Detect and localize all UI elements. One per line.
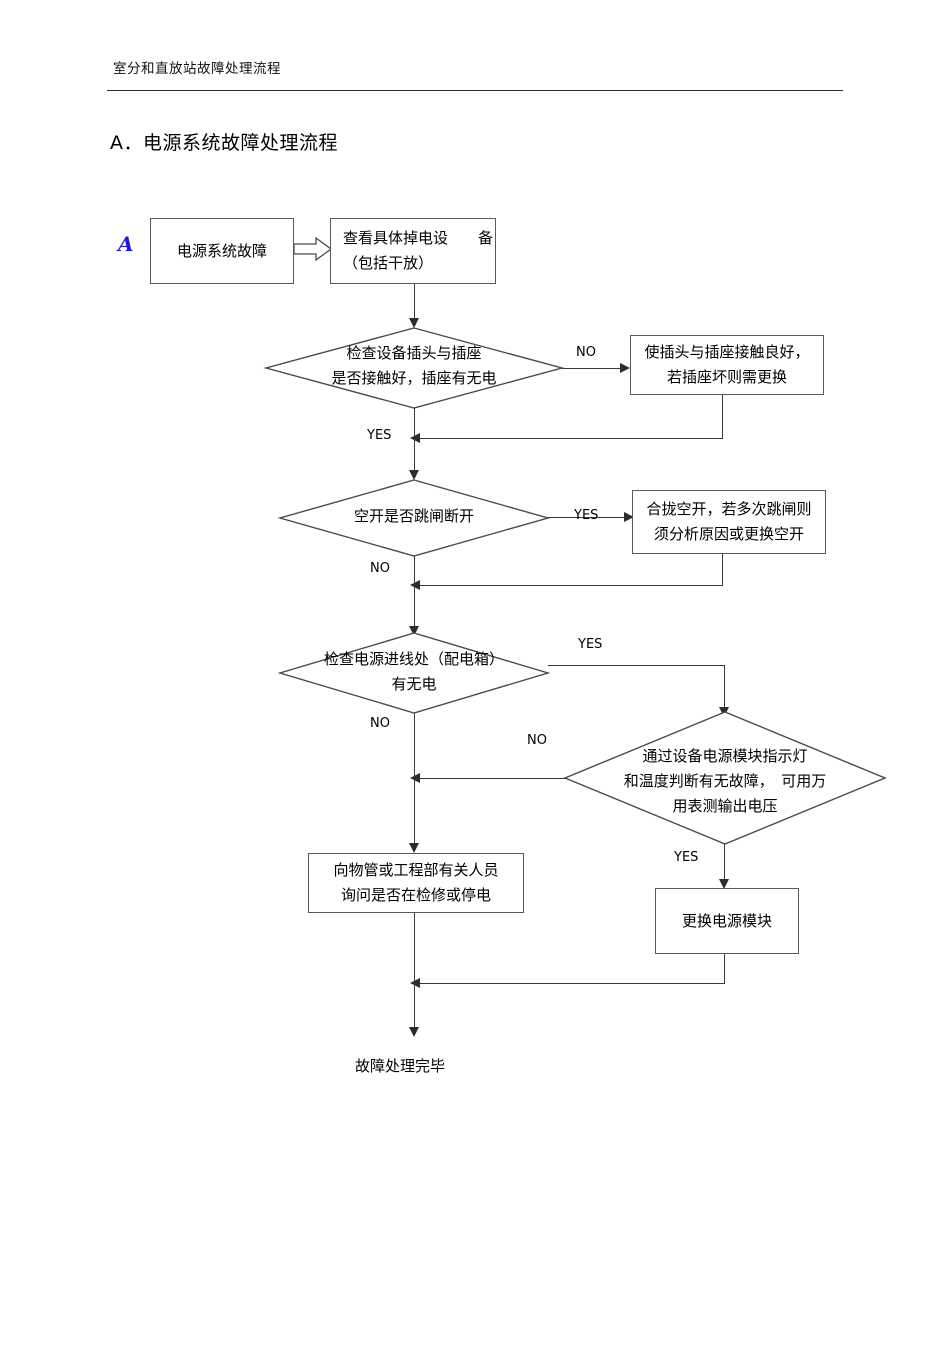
flow-node-ask-property-line2: 询问是否在检修或停电 [340,886,491,904]
page-title: A．电源系统故障处理流程 [110,132,338,154]
flow-node-replace-module: 更换电源模块 [655,888,799,954]
edge-label-plug-yes: YES [367,428,392,443]
flow-node-decision-plug: 检查设备插头与插座 是否接触好，插座有无电 [263,327,565,409]
arrowhead-right-fix-plug [620,363,630,373]
connector-fix-breaker-return-down [722,554,723,586]
flow-node-decision-breaker: 空开是否跳闸断开 [277,479,551,557]
edge-label-incoming-no: NO [370,716,390,731]
flow-node-decision-incoming: 检查电源进线处（配电箱） 有无电 [277,632,551,714]
connector-breaker-yes [548,517,626,518]
flow-node-decision-module: 通过设备电源模块指示灯 和温度判断有无故障， 可用万 用表测输出电压 [563,711,887,845]
connector-plug-yes [414,408,415,472]
flow-node-decision-module-line1: 通过设备电源模块指示灯 [642,747,808,765]
flow-node-fix-plug-line1: 使插头与插座接触良好， [644,343,810,361]
connector-module-yes [724,844,725,884]
flow-node-fix-breaker-line2: 须分析原因或更换空开 [653,525,804,543]
connector-check-to-plug [414,284,415,320]
edge-label-incoming-yes: YES [578,637,603,652]
flow-node-ask-property-line1: 向物管或工程部有关人员 [333,861,499,879]
flow-node-fix-breaker: 合拢空开，若多次跳闸则 须分析原因或更换空开 [632,490,826,554]
flow-node-check-device-line2: （包括干放） [343,254,434,272]
connector-ask-property-down [414,913,415,1029]
flow-node-fix-plug-line2: 若插座坏则需更换 [666,368,787,386]
connector-incoming-yes-right [548,665,725,666]
connector-breaker-no [414,556,415,628]
arrowhead-right-fix-breaker [624,512,634,522]
connector-replace-module-down [724,954,725,984]
flow-node-check-device: 查看具体掉电设 备 （包括干放） [330,218,496,284]
flow-node-replace-module-label: 更换电源模块 [681,911,772,930]
page-header-text: 室分和直放站故障处理流程 [113,61,281,77]
flow-node-decision-plug-line2: 是否接触好，插座有无电 [331,369,497,387]
flow-node-fix-plug: 使插头与插座接触良好， 若插座坏则需更换 [630,335,824,395]
block-arrow-icon [293,236,333,262]
flow-node-start-label: 电源系统故障 [176,241,267,260]
arrowhead-left-spine-module [410,773,420,783]
arrowhead-down-end [409,1027,419,1037]
flow-node-end-label: 故障处理完毕 [355,1057,446,1075]
arrowhead-down-replace-module [719,879,729,889]
edge-label-breaker-no: NO [370,561,390,576]
connector-module-no [420,778,567,779]
connector-replace-module-left [420,983,725,984]
flow-node-decision-incoming-line2: 有无电 [391,675,437,693]
arrowhead-down-incoming [409,626,419,636]
connector-incoming-yes-down [724,665,725,709]
flow-node-decision-breaker-line1: 空开是否跳闸断开 [353,507,474,525]
arrowhead-down-breaker [409,470,419,480]
flow-node-decision-plug-line1: 检查设备插头与插座 [346,344,482,362]
edge-label-plug-no: NO [576,345,596,360]
arrowhead-down-plug [409,318,419,328]
arrowhead-left-spine-end [410,978,420,988]
flow-node-start: 电源系统故障 [150,218,294,284]
flow-node-check-device-line1: 查看具体掉电设 备 [343,229,494,247]
edge-label-breaker-yes: YES [574,508,599,523]
arrowhead-left-spine-breaker [410,580,420,590]
connector-fix-breaker-return-left [420,585,723,586]
flow-node-ask-property: 向物管或工程部有关人员 询问是否在检修或停电 [308,853,524,913]
edge-label-module-no: NO [527,733,547,748]
header-rule [107,90,843,91]
arrowhead-down-ask-property [409,843,419,853]
flow-node-fix-breaker-line1: 合拢空开，若多次跳闸则 [646,500,812,518]
arrowhead-left-spine-plug [410,433,420,443]
flow-node-decision-incoming-line1: 检查电源进线处（配电箱） [323,650,504,668]
connector-plug-no [562,368,622,369]
edge-label-module-yes: YES [674,850,699,865]
flow-node-decision-module-line2: 和温度判断有无故障， 可用万 [623,772,827,790]
flow-marker-a: A [118,232,134,256]
connector-fix-plug-return-left [420,438,723,439]
connector-fix-plug-return-down [722,395,723,439]
flow-node-decision-module-line3: 用表测输出电压 [672,797,778,815]
